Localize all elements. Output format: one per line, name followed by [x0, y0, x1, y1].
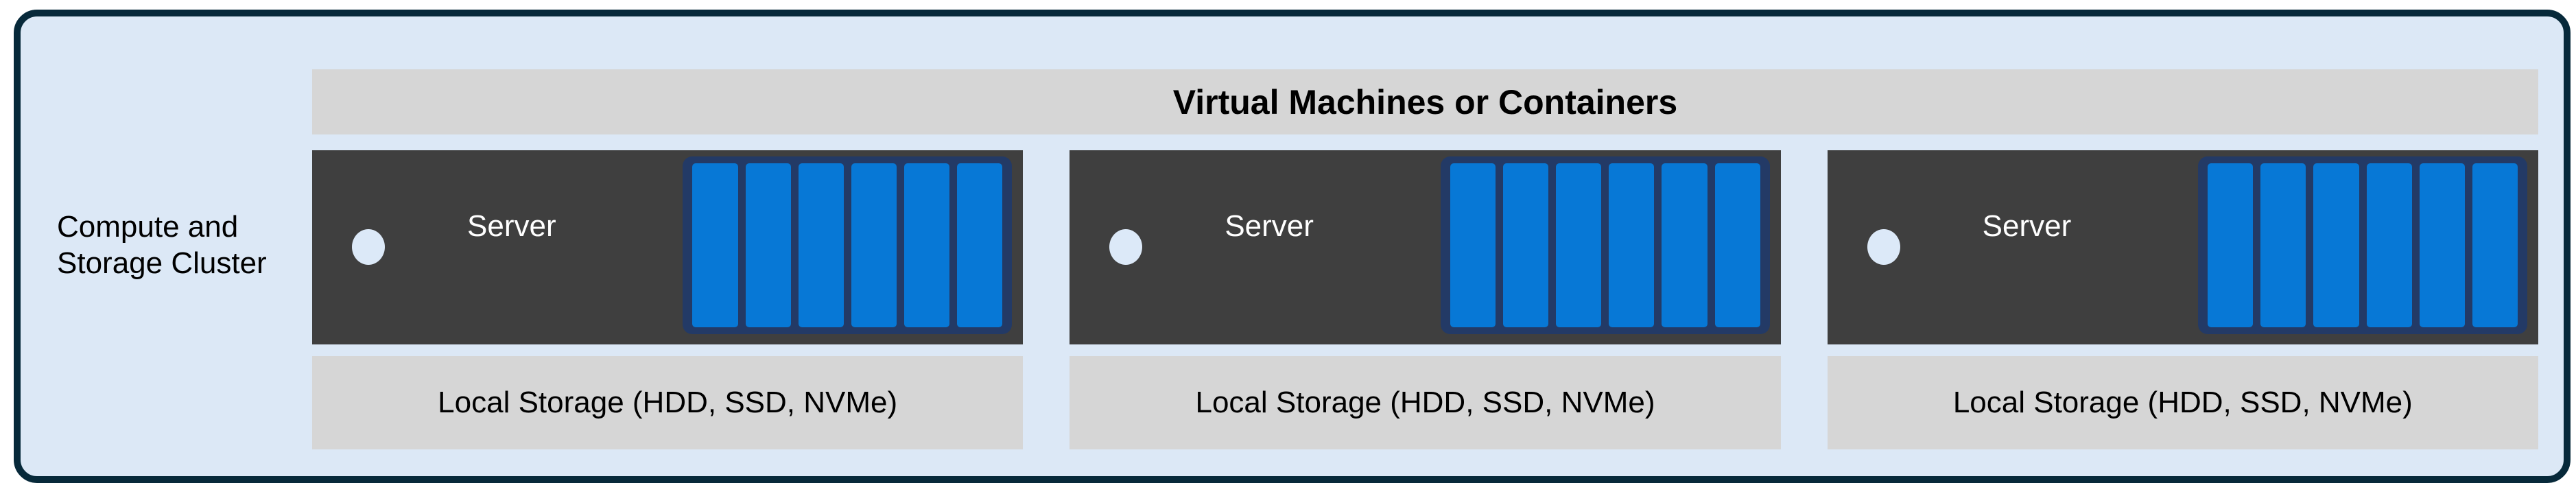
storage-label: Local Storage (HDD, SSD, NVMe) — [1195, 386, 1655, 419]
disk-bar-icon — [692, 163, 738, 327]
disk-bar-icon — [1714, 163, 1760, 327]
disk-bar-icon — [1502, 163, 1548, 327]
disk-array — [1440, 156, 1770, 334]
server-label: Server — [1982, 209, 2072, 243]
cluster-label: Compute and Storage Cluster — [57, 210, 267, 280]
server-row: Server Server Server — [312, 150, 2538, 344]
disk-bar-icon — [957, 163, 1003, 327]
power-led-icon — [1109, 228, 1143, 265]
server-box: Server — [312, 150, 1024, 344]
disk-bar-icon — [1662, 163, 1708, 327]
disk-bar-icon — [798, 163, 844, 327]
disk-bar-icon — [1450, 163, 1496, 327]
storage-bar: Local Storage (HDD, SSD, NVMe) — [312, 356, 1024, 449]
disk-bar-icon — [1609, 163, 1655, 327]
disk-bar-icon — [2366, 163, 2412, 327]
storage-label: Local Storage (HDD, SSD, NVMe) — [1952, 386, 2413, 419]
disk-bar-icon — [904, 163, 950, 327]
server-box: Server — [1827, 150, 2538, 344]
disk-bar-icon — [2419, 163, 2465, 327]
server-box: Server — [1070, 150, 1781, 344]
disk-bar-icon — [2472, 163, 2518, 327]
storage-row: Local Storage (HDD, SSD, NVMe) Local Sto… — [312, 356, 2538, 449]
vm-header-label: Virtual Machines or Containers — [1172, 82, 1678, 121]
cluster-container: Compute and Storage Cluster Virtual Mach… — [14, 10, 2571, 483]
disk-bar-icon — [2313, 163, 2359, 327]
storage-bar: Local Storage (HDD, SSD, NVMe) — [1070, 356, 1781, 449]
power-led-icon — [1867, 228, 1900, 265]
storage-bar: Local Storage (HDD, SSD, NVMe) — [1827, 356, 2538, 449]
disk-array — [683, 156, 1013, 334]
disk-bar-icon — [1556, 163, 1602, 327]
power-led-icon — [352, 228, 385, 265]
disk-array — [2197, 156, 2527, 334]
disk-bar-icon — [2207, 163, 2254, 327]
disk-bar-icon — [851, 163, 897, 327]
vm-header-bar: Virtual Machines or Containers — [312, 69, 2538, 134]
server-label: Server — [1225, 209, 1314, 243]
disk-bar-icon — [745, 163, 791, 327]
disk-bar-icon — [2260, 163, 2306, 327]
storage-label: Local Storage (HDD, SSD, NVMe) — [438, 386, 898, 419]
server-label: Server — [467, 209, 556, 243]
